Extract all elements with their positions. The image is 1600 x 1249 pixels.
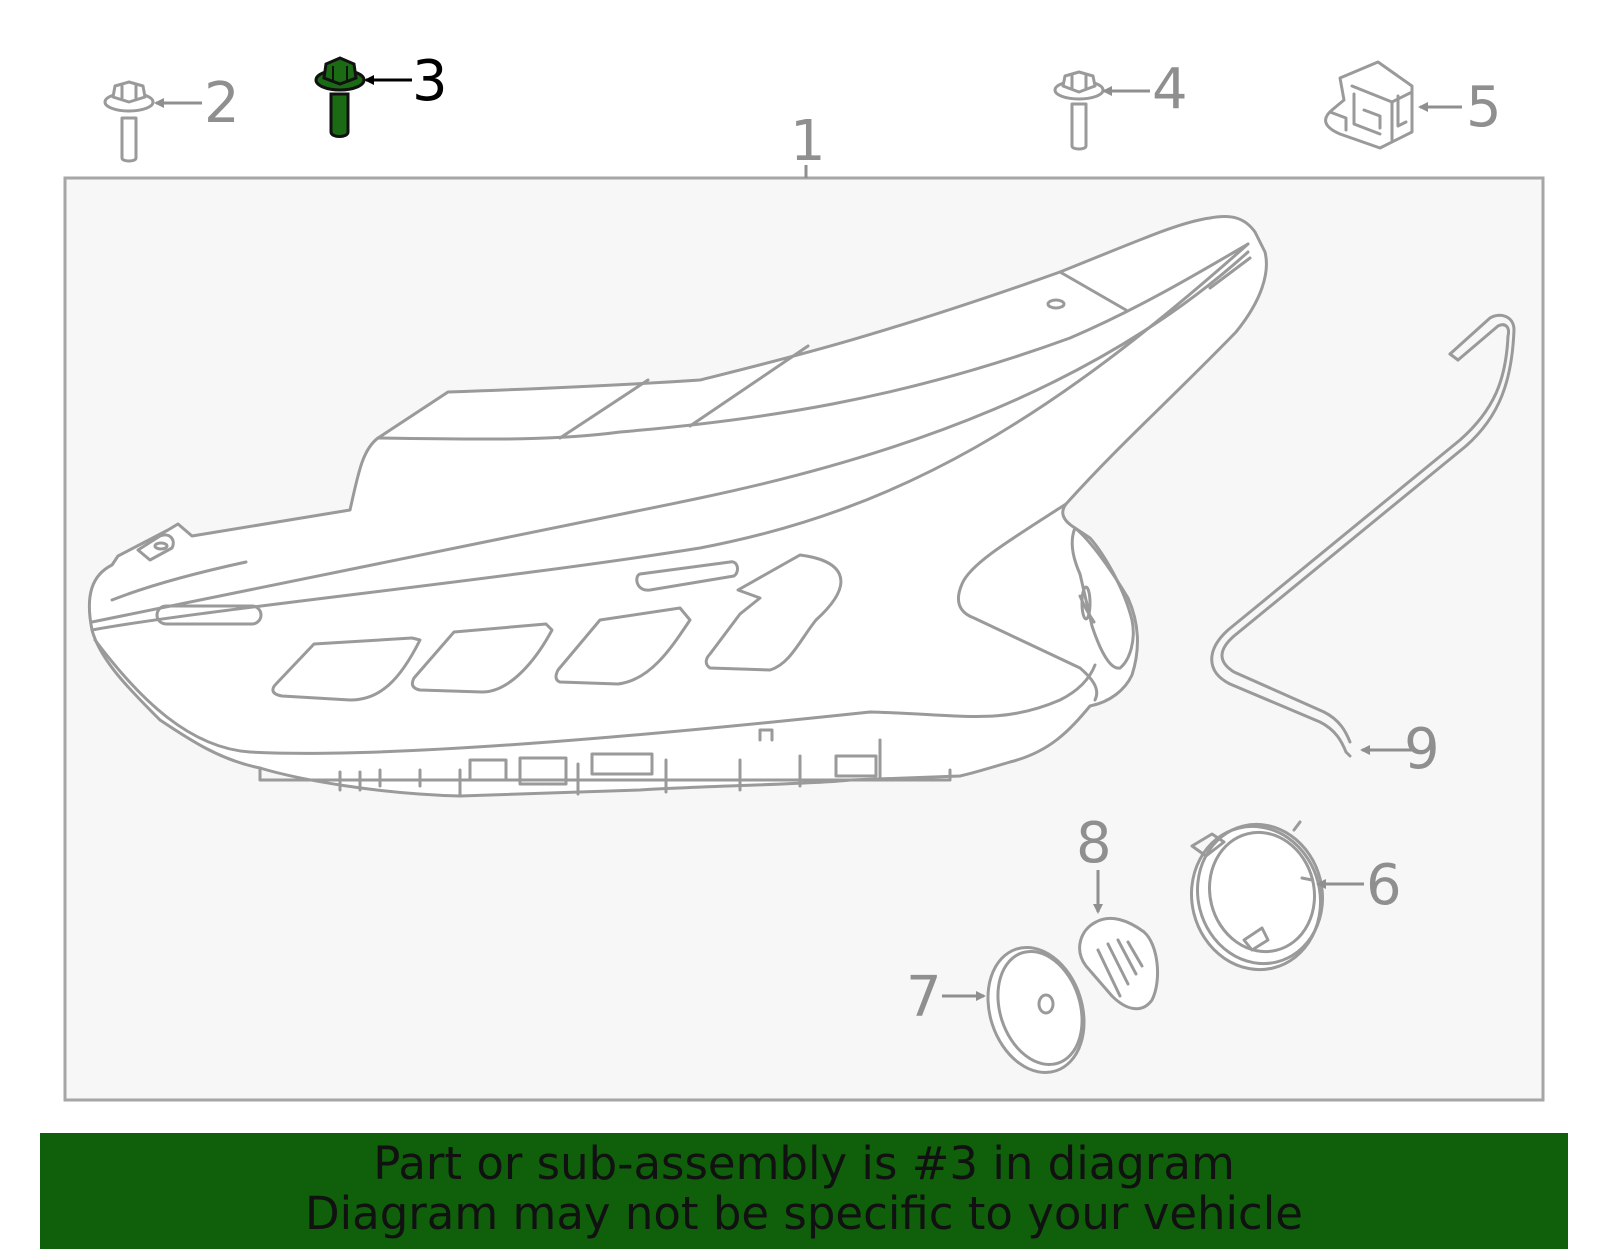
callout-2: 2 (204, 71, 240, 136)
info-banner: Part or sub-assembly is #3 in diagram Di… (40, 1133, 1568, 1249)
callout-5: 5 (1466, 75, 1502, 140)
cover-8 (1078, 916, 1159, 1011)
callout-6: 6 (1366, 853, 1402, 918)
bolt-4 (1053, 70, 1105, 151)
bolt-3-highlighted (314, 56, 366, 138)
callout-1: 1 (790, 109, 826, 174)
callout-3: 3 (412, 49, 448, 114)
clip-5 (1324, 60, 1414, 150)
callout-9: 9 (1404, 717, 1440, 782)
callout-7: 7 (906, 965, 942, 1030)
headlamp-assembly (87, 215, 1268, 798)
banner-line-1: Part or sub-assembly is #3 in diagram (373, 1137, 1235, 1190)
bolt-2 (103, 80, 155, 163)
seal-9 (1210, 313, 1516, 758)
cap-7 (986, 945, 1086, 1075)
callout-4: 4 (1152, 57, 1188, 122)
banner-line-2: Diagram may not be specific to your vehi… (305, 1187, 1303, 1240)
callout-8: 8 (1076, 811, 1112, 876)
